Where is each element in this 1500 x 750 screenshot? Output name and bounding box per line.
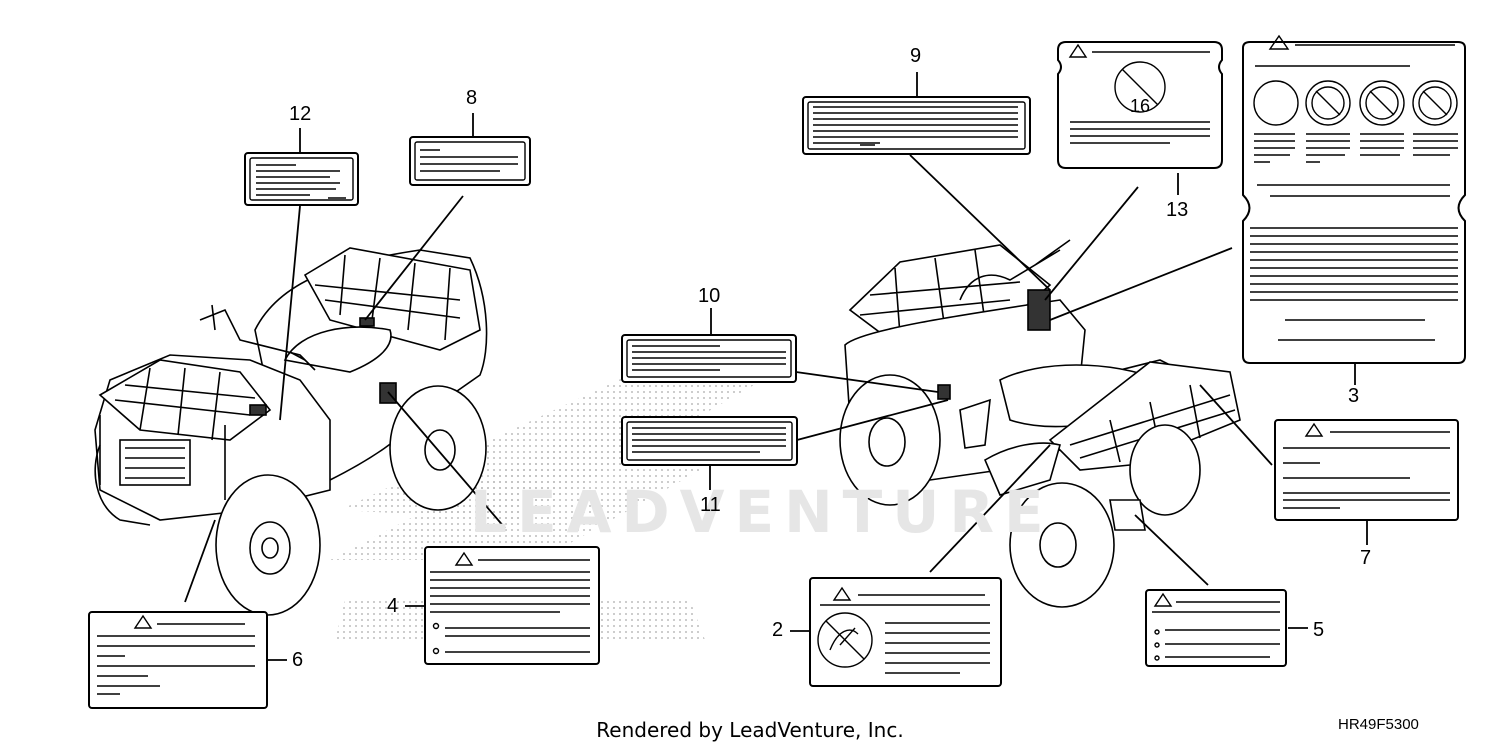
- rendered-by-footer: Rendered by LeadVenture, Inc.: [596, 718, 904, 742]
- callout-7: 7: [1360, 547, 1372, 569]
- label-7-graphic: [1274, 419, 1459, 521]
- label-4-graphic: [424, 546, 600, 665]
- label-13-age-icon-text: 16: [1130, 96, 1150, 116]
- label-12-graphic: [244, 152, 359, 206]
- label-5-graphic: [1145, 589, 1287, 667]
- label-8-graphic: [409, 136, 531, 186]
- callout-13: 13: [1166, 199, 1189, 221]
- callout-6: 6: [292, 649, 304, 671]
- callout-3: 3: [1348, 385, 1360, 407]
- callout-11: 11: [700, 494, 721, 516]
- label-6-graphic: [88, 611, 268, 709]
- label-13-graphic: [1057, 41, 1223, 169]
- label-3-graphic: [1242, 34, 1466, 364]
- callout-8: 8: [466, 87, 478, 109]
- atv-rear-right-view: [839, 239, 1241, 608]
- label-11-graphic: [621, 416, 798, 466]
- atv-front-left-view: [94, 247, 488, 616]
- leader-lines: [184, 72, 1368, 661]
- label-9-graphic: [802, 96, 1031, 155]
- label-2-graphic: [809, 577, 1002, 687]
- callout-2: 2: [772, 619, 784, 641]
- callout-5: 5: [1313, 619, 1325, 641]
- callout-4: 4: [387, 595, 399, 617]
- watermark-text: LEADVENTURE: [470, 478, 1054, 546]
- label-10-graphic: [621, 334, 797, 383]
- callout-9: 9: [910, 45, 922, 67]
- callout-10: 10: [698, 285, 721, 307]
- diagram-code: HR49F5300: [1338, 716, 1419, 733]
- callout-12: 12: [289, 103, 312, 125]
